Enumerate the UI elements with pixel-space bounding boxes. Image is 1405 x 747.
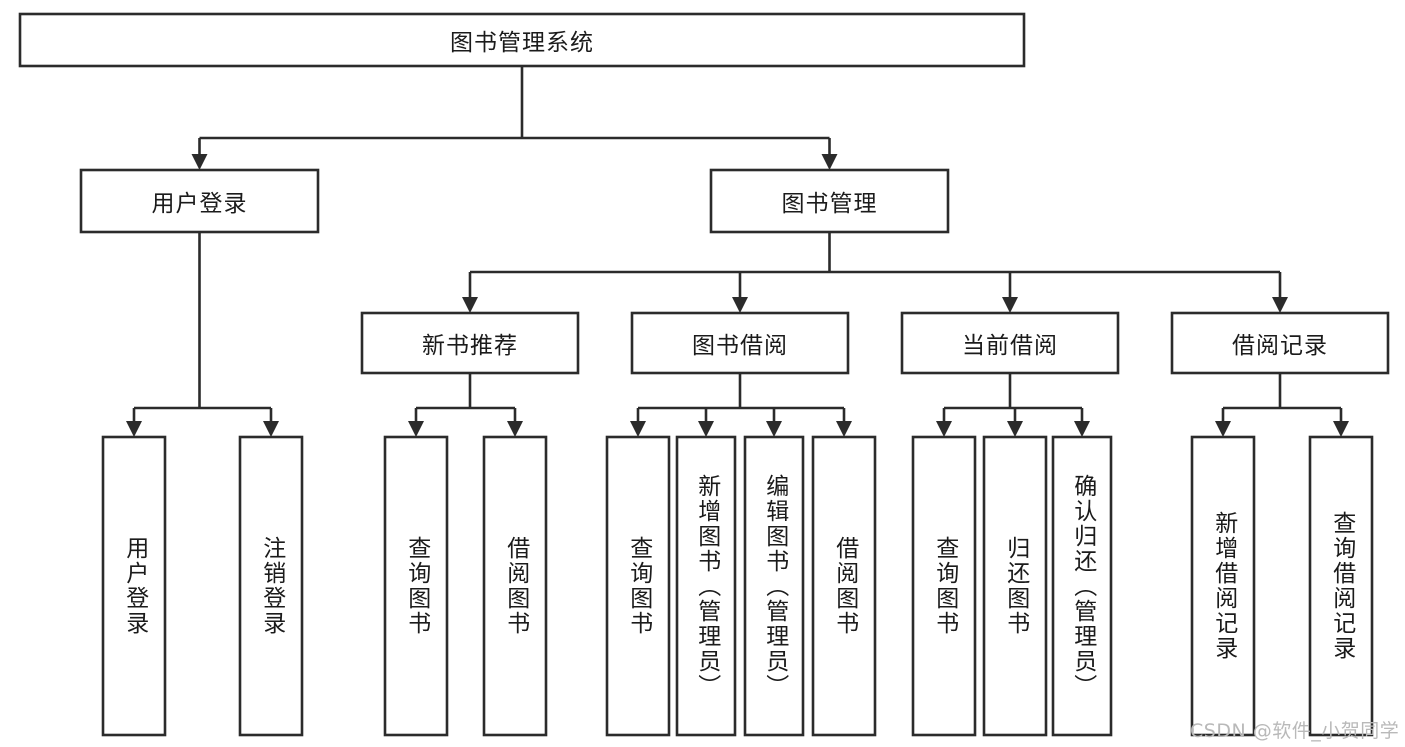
node-box-leaf-logout[interactable]: [238, 435, 304, 737]
node-box-leaf-user-login[interactable]: [101, 435, 167, 737]
arrow-head-icon: [766, 421, 782, 437]
arrow-head-icon: [1215, 421, 1231, 437]
arrow-head-icon: [462, 297, 478, 313]
arrow-head-icon: [191, 154, 208, 170]
arrow-head-icon: [263, 421, 279, 437]
arrow-head-icon: [630, 421, 646, 437]
arrow-head-icon: [732, 297, 748, 313]
node-box-book-borrow[interactable]: [630, 311, 850, 375]
node-box-leaf-borrow-book-2[interactable]: [811, 435, 877, 737]
node-box-new-book-rec[interactable]: [360, 311, 580, 375]
arrow-head-icon: [1002, 297, 1018, 313]
node-box-leaf-confirm-return[interactable]: [1051, 435, 1113, 737]
node-box-book-manage[interactable]: [709, 168, 950, 234]
node-box-leaf-return-book[interactable]: [982, 435, 1048, 737]
node-box-leaf-edit-book[interactable]: [743, 435, 805, 737]
node-box-leaf-add-record[interactable]: [1190, 435, 1256, 737]
arrow-head-icon: [126, 421, 142, 437]
node-box-leaf-query-book-3[interactable]: [911, 435, 977, 737]
arrow-head-icon: [507, 421, 523, 437]
arrow-head-icon: [936, 421, 952, 437]
node-box-borrow-record[interactable]: [1170, 311, 1390, 375]
node-box-leaf-add-book[interactable]: [675, 435, 737, 737]
node-box-leaf-query-book-2[interactable]: [605, 435, 671, 737]
arrow-head-icon: [821, 154, 838, 170]
arrow-head-icon: [1272, 297, 1288, 313]
node-box-leaf-borrow-book-1[interactable]: [482, 435, 548, 737]
node-boxes: [18, 12, 1390, 737]
arrow-head-icon: [1333, 421, 1349, 437]
arrow-head-icon: [698, 421, 714, 437]
node-box-leaf-query-record[interactable]: [1308, 435, 1374, 737]
node-box-root[interactable]: [18, 12, 1026, 68]
connector-lines: [126, 66, 1349, 437]
node-box-leaf-query-book-1[interactable]: [383, 435, 449, 737]
arrow-head-icon: [836, 421, 852, 437]
node-box-user-login[interactable]: [79, 168, 320, 234]
arrow-head-icon: [408, 421, 424, 437]
arrow-head-icon: [1074, 421, 1090, 437]
node-box-current-borrow[interactable]: [900, 311, 1120, 375]
arrow-head-icon: [1007, 421, 1023, 437]
